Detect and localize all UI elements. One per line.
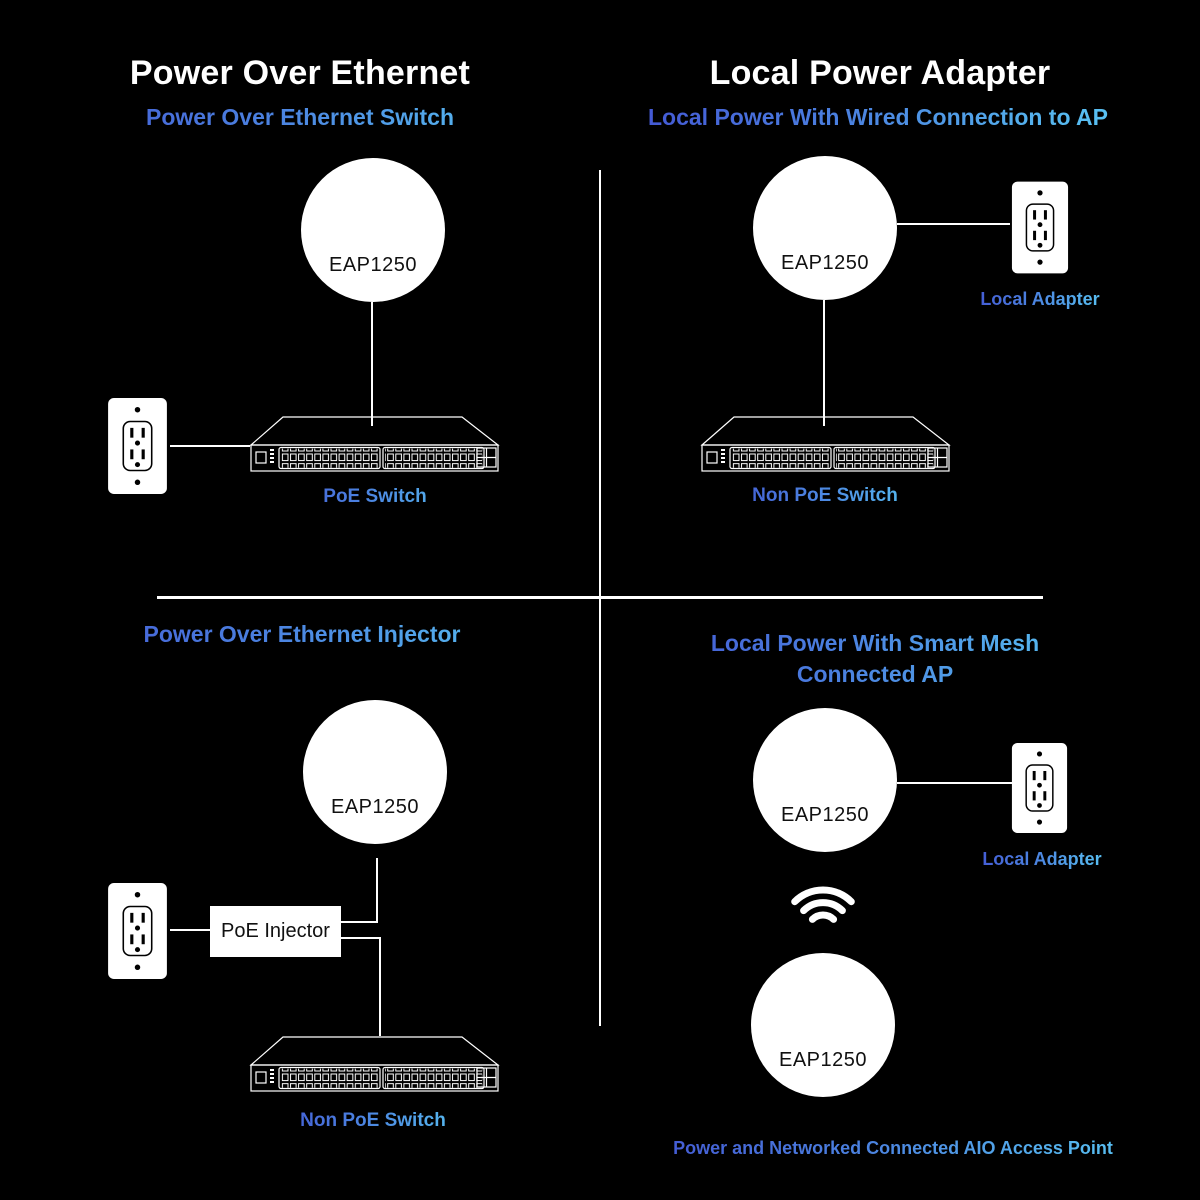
poe-switch-subtitle: Power Over Ethernet Switch [0,104,600,131]
wifi-icon [790,884,856,928]
poe-switch-label: PoE Switch [250,486,500,508]
mesh-access-point-label: EAP1250 [778,1049,867,1071]
smart-mesh-subtitle-line1: Local Power With Smart Mesh [710,630,1040,656]
connector-outlet-to-injector [170,929,210,931]
access-point-node: EAP1250 [301,158,445,302]
local-power-section-title: Local Power Adapter [709,54,1051,92]
network-switch-icon [250,416,499,472]
smart-mesh-subtitle-line2: Connected AP [796,661,954,687]
connector-ap-to-switch [823,300,825,426]
network-switch-icon [250,1036,499,1092]
connector-injector-stub-top [341,921,378,923]
connector-outlet-to-switch [170,445,250,447]
access-point-node: EAP1250 [753,708,897,852]
connector-injector-to-switch [379,937,381,1036]
horizontal-divider [157,596,1043,599]
access-point-node: EAP1250 [753,156,897,300]
local-adapter-label: Local Adapter [962,849,1122,870]
wired-connection-subtitle: Local Power With Wired Connection to AP [598,104,1158,131]
non-poe-switch-label: Non PoE Switch [700,485,950,507]
access-point-node: EAP1250 [303,700,447,844]
power-outlet-icon [1011,180,1069,275]
access-point-label: EAP1250 [328,254,417,276]
non-poe-switch-label: Non PoE Switch [248,1110,498,1132]
access-point-label: EAP1250 [780,804,869,826]
mesh-access-point-node: EAP1250 [751,953,895,1097]
smart-mesh-subtitle: Local Power With Smart Mesh Connected AP [600,628,1150,690]
access-point-label: EAP1250 [780,252,869,274]
access-point-label: EAP1250 [330,796,419,818]
connector-injector-stub-bottom [341,937,381,939]
power-outlet-icon [107,397,168,495]
connector-ap-to-outlet [897,223,1010,225]
connector-ap-to-injector [376,858,378,923]
aio-caption: Power and Networked Connected AIO Access… [600,1138,1186,1159]
network-switch-icon [701,416,950,472]
poe-injector-subtitle: Power Over Ethernet Injector [0,621,604,648]
connector-ap-to-switch [371,302,373,426]
poe-injector-label: PoE Injector [221,920,330,942]
poe-injector-box: PoE Injector [210,906,341,957]
power-outlet-icon [1011,742,1068,834]
connector-ap-to-outlet [897,782,1012,784]
local-adapter-label: Local Adapter [960,289,1120,310]
poe-section-title: Power Over Ethernet [129,54,471,92]
power-outlet-icon [107,882,168,980]
